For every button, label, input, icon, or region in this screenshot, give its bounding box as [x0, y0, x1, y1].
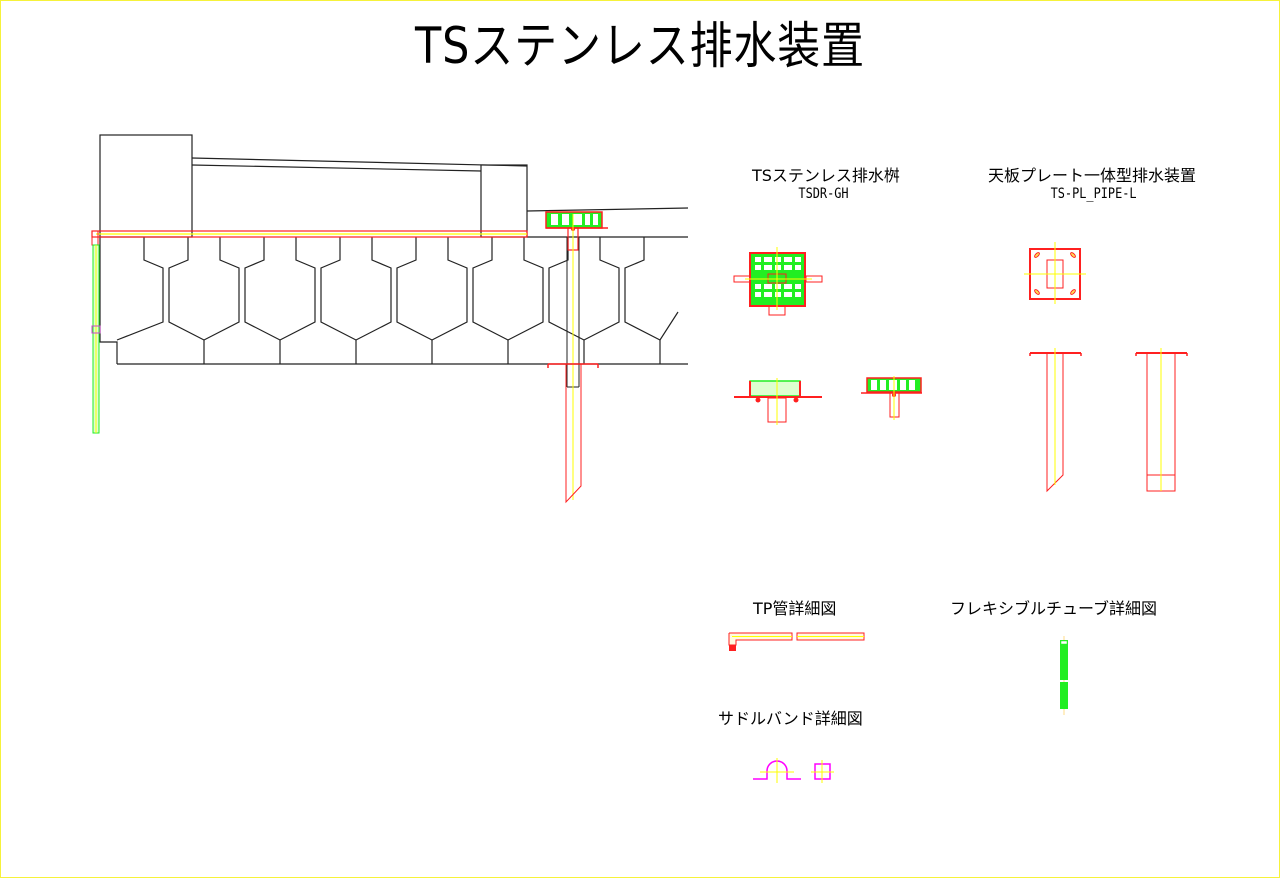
- girders: [116, 237, 679, 364]
- flex-tube-detail: [1060, 636, 1068, 715]
- saddle-band-detail: [753, 760, 831, 780]
- plate-drain-elevation-a: [1029, 348, 1082, 493]
- plate-drain-elevation-b: [1135, 348, 1188, 492]
- tp-pipe-title: TP管詳細図: [753, 599, 837, 618]
- drain-basin-model: TSDR-GH: [798, 186, 849, 202]
- girder-void: [116, 237, 164, 341]
- drain-basin-title: TSステンレス排水桝: [752, 166, 900, 185]
- drain-basin-plan: [733, 247, 823, 316]
- girder-void: [472, 237, 544, 341]
- installed-drain-basin: [545, 211, 608, 504]
- flex-tube-title: フレキシブルチューブ詳細図: [950, 599, 1158, 618]
- girder-void: [320, 237, 392, 341]
- drain-basin-section-a: [734, 378, 822, 425]
- left-flex-tube: [91, 230, 101, 434]
- drawing-title: TSステンレス排水装置: [414, 17, 866, 75]
- deck-waterproof-layer: [91, 230, 528, 238]
- girder-void: [244, 237, 316, 341]
- plate-drain-plan: [1024, 242, 1086, 304]
- drain-basin-section-b: [861, 376, 922, 420]
- girder-void: [168, 237, 240, 341]
- girder-void: [548, 237, 620, 341]
- tp-pipe-detail: [728, 632, 865, 651]
- plate-drain-title: 天板プレート一体型排水装置: [988, 166, 1197, 185]
- saddle-band-title: サドルバンド詳細図: [718, 709, 863, 728]
- girder-void: [624, 237, 679, 341]
- plate-drain-model: TS-PL_PIPE-L: [1050, 186, 1137, 202]
- girder-void: [396, 237, 468, 341]
